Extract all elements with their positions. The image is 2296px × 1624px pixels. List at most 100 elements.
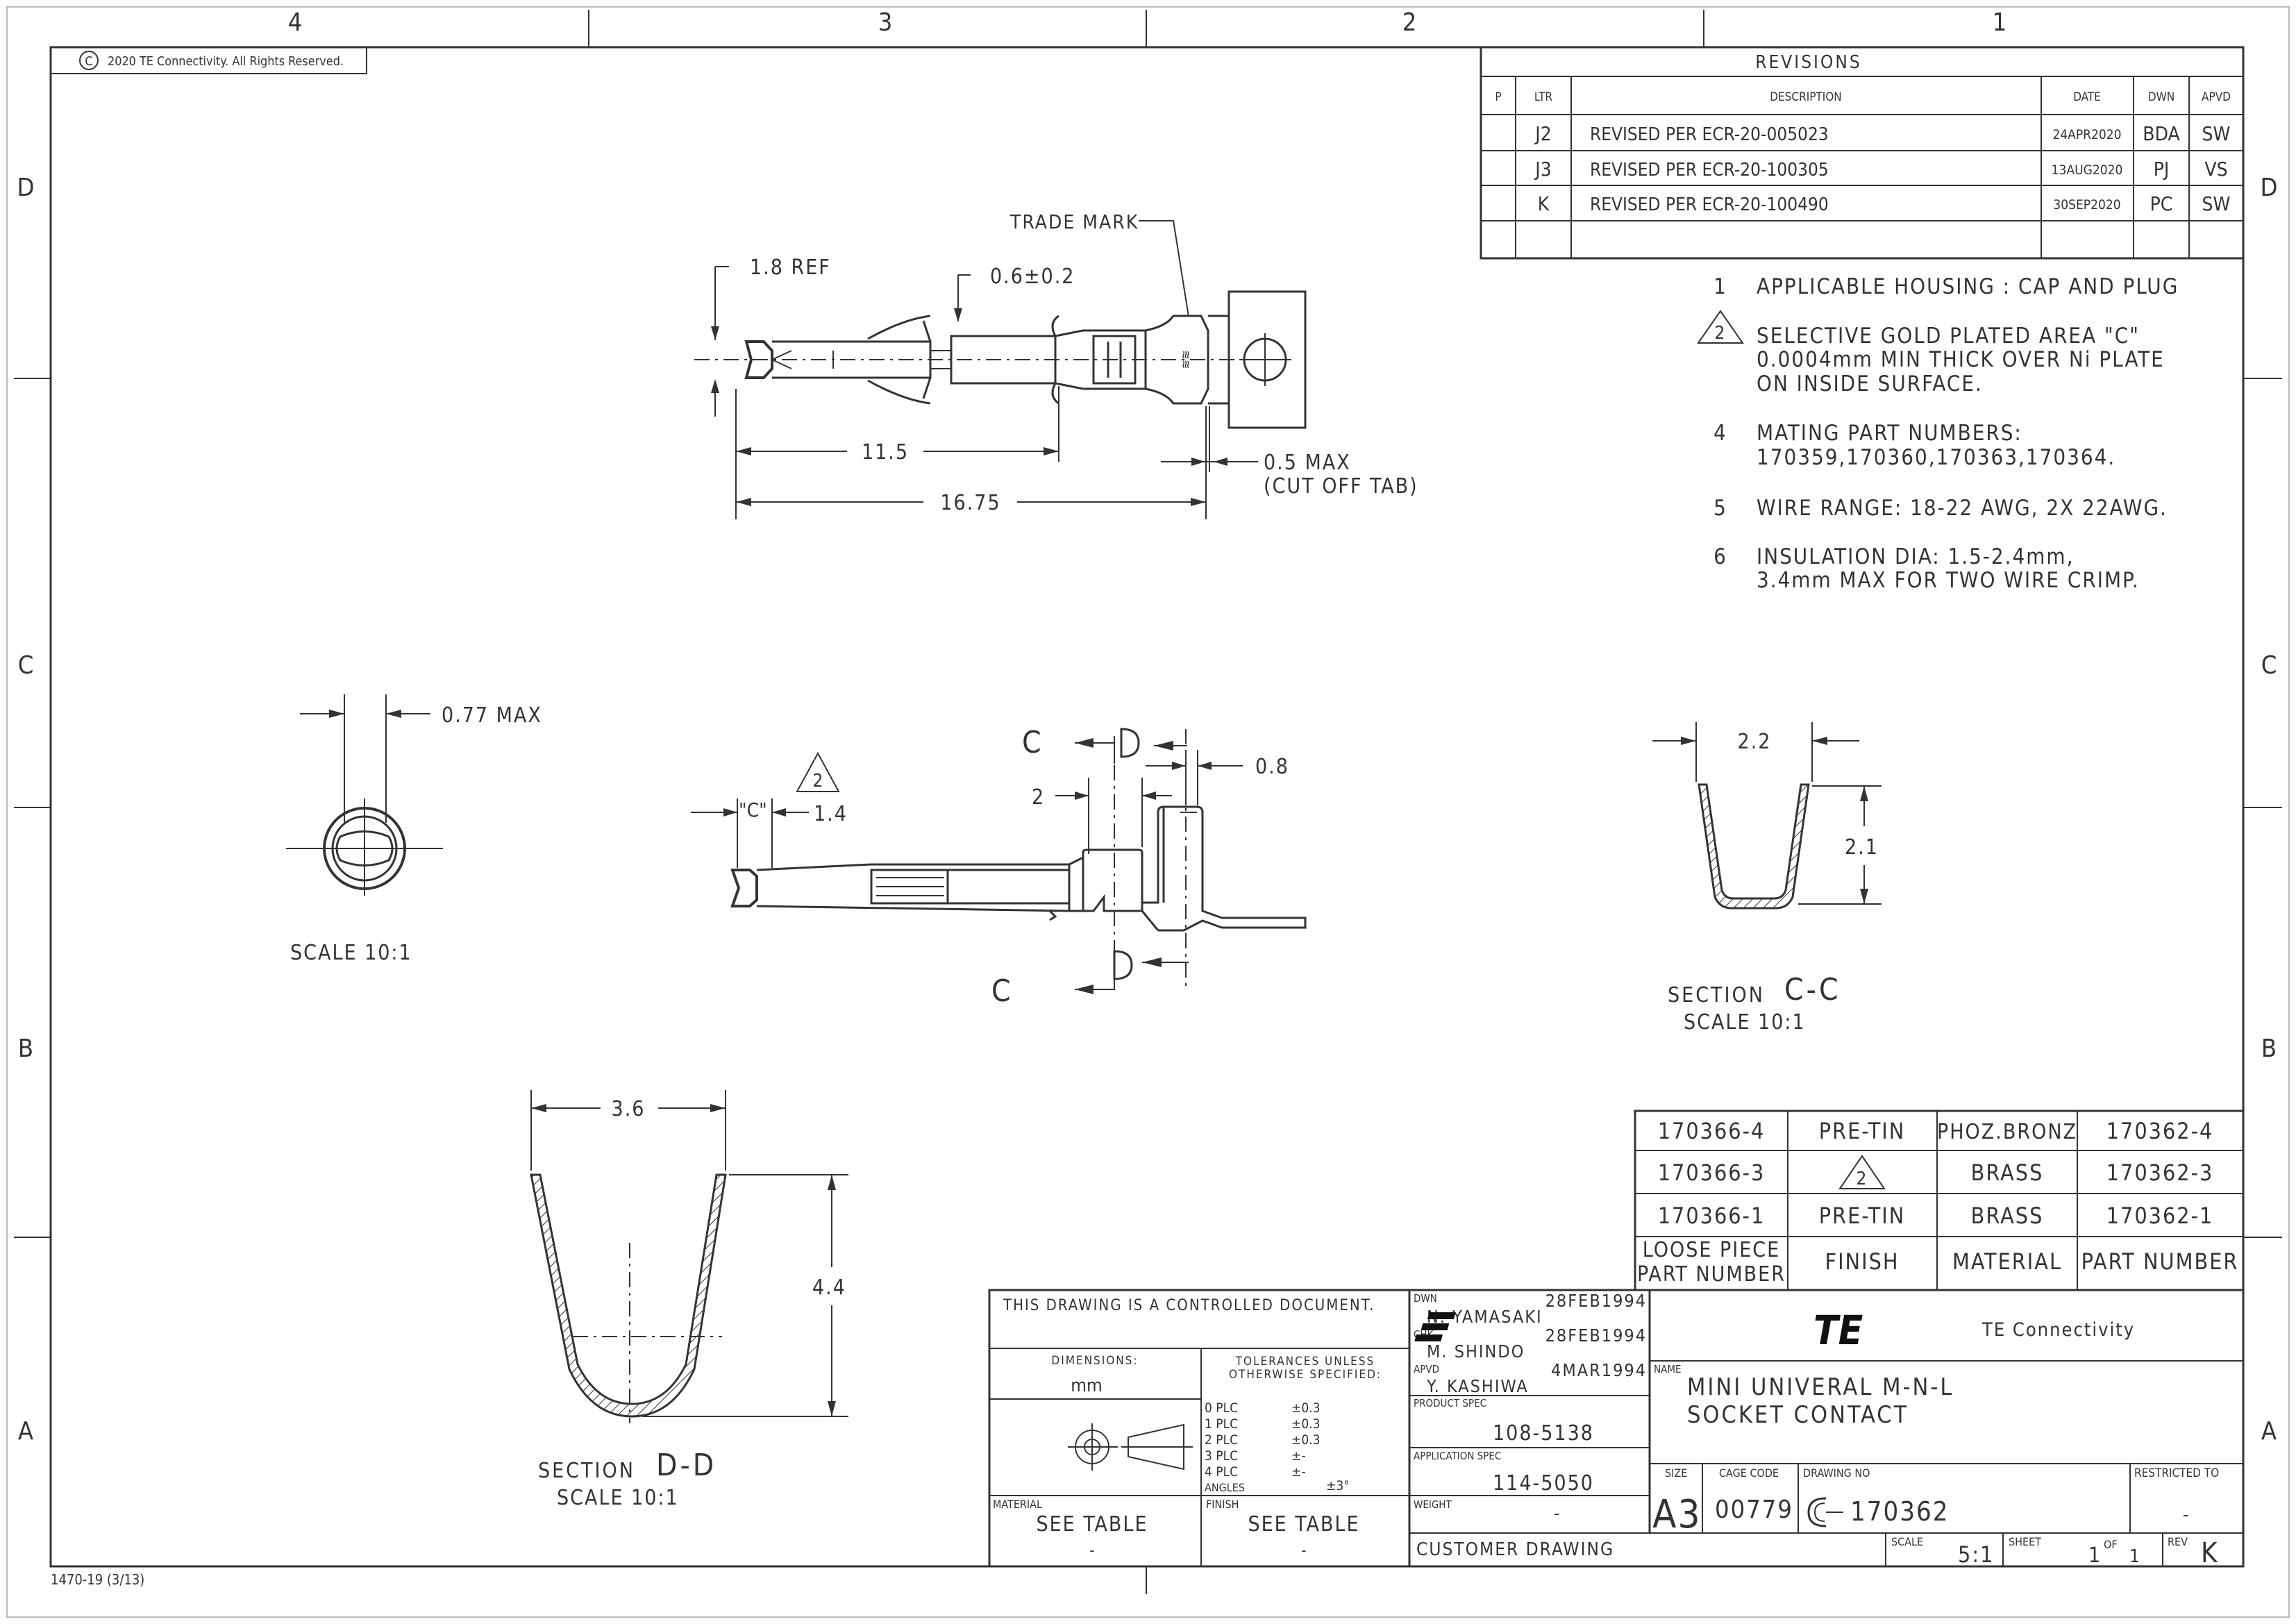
- top-view: ≋≋ TRADE MARK 1.8 REF 0.6±0.2 11.5: [694, 210, 1417, 519]
- rev-row-dwn: PJ: [2154, 158, 2170, 181]
- tolerance-value: ±3°: [1326, 1478, 1350, 1493]
- zone-col-4: 4: [288, 8, 303, 37]
- weight-label: WEIGHT: [1414, 1498, 1452, 1511]
- dim-3-6: 3.6: [612, 1097, 646, 1121]
- size-value: A3: [1652, 1492, 1702, 1537]
- dim-2-1: 2.1: [1845, 835, 1879, 860]
- note-line: 0.0004mm MIN THICK OVER Ni PLATE: [1757, 347, 2165, 372]
- copyright-box: C 2020 TE Connectivity. All Rights Reser…: [50, 47, 367, 74]
- dwn-date: 28FEB1994: [1545, 1291, 1647, 1311]
- scale-label: SCALE: [1891, 1535, 1923, 1548]
- section-c-bottom: C: [991, 973, 1011, 1009]
- note-number: 6: [1713, 544, 1727, 569]
- note-line: APPLICABLE HOUSING : CAP AND PLUG: [1757, 274, 2179, 299]
- rev-row-apvd: SW: [2202, 122, 2231, 145]
- scale-value: 5:1: [1958, 1541, 1994, 1568]
- restricted-value: -: [2183, 1505, 2188, 1525]
- dimensions-unit: mm: [1071, 1375, 1103, 1396]
- part-finish-flag-triangle: [1838, 1155, 1886, 1189]
- application-spec: 114-5050: [1493, 1471, 1594, 1496]
- note-line: ON INSIDE SURFACE.: [1757, 371, 1983, 396]
- weight-value: -: [1554, 1503, 1561, 1523]
- rev-header-dwn: DWN: [2148, 90, 2175, 104]
- zone-row-labels: D C B A D C B A: [17, 174, 2278, 1446]
- tolerance-value: ±0.3: [1291, 1432, 1321, 1448]
- drawing-prefix-icon: C: [1807, 1497, 1843, 1527]
- tolerance-heading-2: OTHERWISE SPECIFIED:: [1229, 1368, 1382, 1382]
- dimensions-label: DIMENSIONS:: [1051, 1354, 1138, 1368]
- notes: 1 APPLICABLE HOUSING : CAP AND PLUG 2 SE…: [1697, 274, 2179, 593]
- part-header-loose-2: PART NUMBER: [1637, 1262, 1786, 1287]
- note-number: 1: [1713, 274, 1727, 299]
- note-flag-number: 2: [1715, 323, 1727, 344]
- te-logo-text: TE: [1813, 1307, 1863, 1354]
- dim-0-8: 0.8: [1255, 755, 1289, 779]
- rev-header-ltr: LTR: [1534, 90, 1553, 104]
- part-row-loose: 170366-1: [1658, 1203, 1766, 1229]
- sheet-label: SHEET: [2009, 1535, 2041, 1548]
- te-logo-icon: TE: [1414, 1307, 1863, 1354]
- revisions-title: REVISIONS: [1755, 52, 1861, 73]
- section-dd: 3.6 4.4 SECTION D-D SCALE 10:1: [530, 1090, 848, 1510]
- part-header-finish: FINISH: [1825, 1248, 1900, 1275]
- section-dd-letters: D-D: [656, 1448, 717, 1483]
- of-label: OF: [2104, 1538, 2118, 1551]
- tolerance-value: ±0.3: [1291, 1416, 1321, 1432]
- end-view: 0.77 MAX SCALE 10:1: [286, 694, 541, 965]
- part-row-loose: 170366-4: [1658, 1118, 1766, 1144]
- part-row-finish-flag: 2: [1857, 1169, 1868, 1189]
- note-line: 170359,170360,170363,170364.: [1757, 445, 2115, 470]
- zone-row-d-right: D: [2261, 174, 2278, 202]
- rev-row-ltr: J3: [1534, 158, 1551, 181]
- dim-2: 2: [1032, 785, 1044, 810]
- rev-header-p: P: [1495, 90, 1501, 104]
- section-dd-scale: SCALE 10:1: [557, 1486, 679, 1510]
- section-cc-scale: SCALE 10:1: [1684, 1010, 1806, 1035]
- section-cc-label: SECTION: [1668, 983, 1765, 1007]
- rev-row-apvd: VS: [2204, 158, 2227, 181]
- part-row-material: PHOZ.BRONZ: [1937, 1120, 2077, 1144]
- sheet-value: 1: [2088, 1543, 2100, 1568]
- dim-0-6-tol: 0.6±0.2: [990, 265, 1075, 289]
- zone-col-3: 3: [878, 8, 893, 37]
- apvd-date: 4MAR1994: [1551, 1360, 1647, 1380]
- part-header-material: MATERIAL: [1952, 1248, 2062, 1275]
- tolerance-label: 1 PLC: [1205, 1416, 1238, 1432]
- rev-header-date: DATE: [2073, 90, 2101, 104]
- end-view-scale: SCALE 10:1: [290, 941, 412, 965]
- controlled-document: THIS DRAWING IS A CONTROLLED DOCUMENT.: [1003, 1297, 1375, 1314]
- tolerance-value: ±-: [1291, 1464, 1306, 1480]
- part-row-material: BRASS: [1971, 1160, 2044, 1186]
- size-label: SIZE: [1665, 1466, 1687, 1480]
- dim-16-75: 16.75: [940, 491, 1000, 515]
- finish-value: SEE TABLE: [1248, 1512, 1359, 1537]
- third-angle-projection-icon: [1068, 1423, 1193, 1471]
- side-view: C C 0.8 2 "C" 1.4 2: [691, 725, 1307, 1009]
- note-number: 4: [1713, 421, 1727, 446]
- section-c-top: C: [1022, 725, 1041, 760]
- side-view-flag-triangle: [796, 751, 840, 792]
- part-name-1: MINI UNIVERAL M-N-L: [1687, 1373, 1954, 1401]
- svg-text:≋≋: ≋≋: [1178, 350, 1193, 369]
- restricted-label: RESTRICTED TO: [2134, 1466, 2219, 1480]
- rev-header-apvd: APVD: [2202, 90, 2231, 104]
- zone-row-c-left: C: [18, 651, 34, 680]
- dim-11-5: 11.5: [862, 440, 909, 464]
- apvd-name: Y. KASHIWA: [1426, 1376, 1529, 1396]
- part-number-table: 170366-4 PRE-TIN PHOZ.BRONZ 170362-4 170…: [1634, 1110, 2245, 1291]
- cage-code: 00779: [1715, 1496, 1793, 1524]
- tolerance-value: ±-: [1291, 1448, 1306, 1464]
- part-name-2: SOCKET CONTACT: [1687, 1401, 1909, 1429]
- title-block: THIS DRAWING IS A CONTROLLED DOCUMENT. D…: [988, 1289, 2245, 1569]
- part-row-number: 170362-1: [2106, 1203, 2214, 1229]
- copyright-text: 2020 TE Connectivity. All Rights Reserve…: [108, 54, 344, 69]
- side-view-flag-number: 2: [813, 771, 823, 792]
- note-flag-triangle: [1697, 310, 1744, 344]
- zone-row-a-left: A: [18, 1417, 33, 1446]
- tolerance-heading-1: TOLERANCES UNLESS: [1235, 1355, 1375, 1368]
- trade-mark-label: TRADE MARK: [1009, 210, 1139, 233]
- finish-dash: -: [1301, 1542, 1306, 1559]
- dim-0-5-max: 0.5 MAX: [1264, 451, 1351, 475]
- cage-code-label: CAGE CODE: [1719, 1466, 1779, 1480]
- product-spec: 108-5138: [1493, 1421, 1594, 1446]
